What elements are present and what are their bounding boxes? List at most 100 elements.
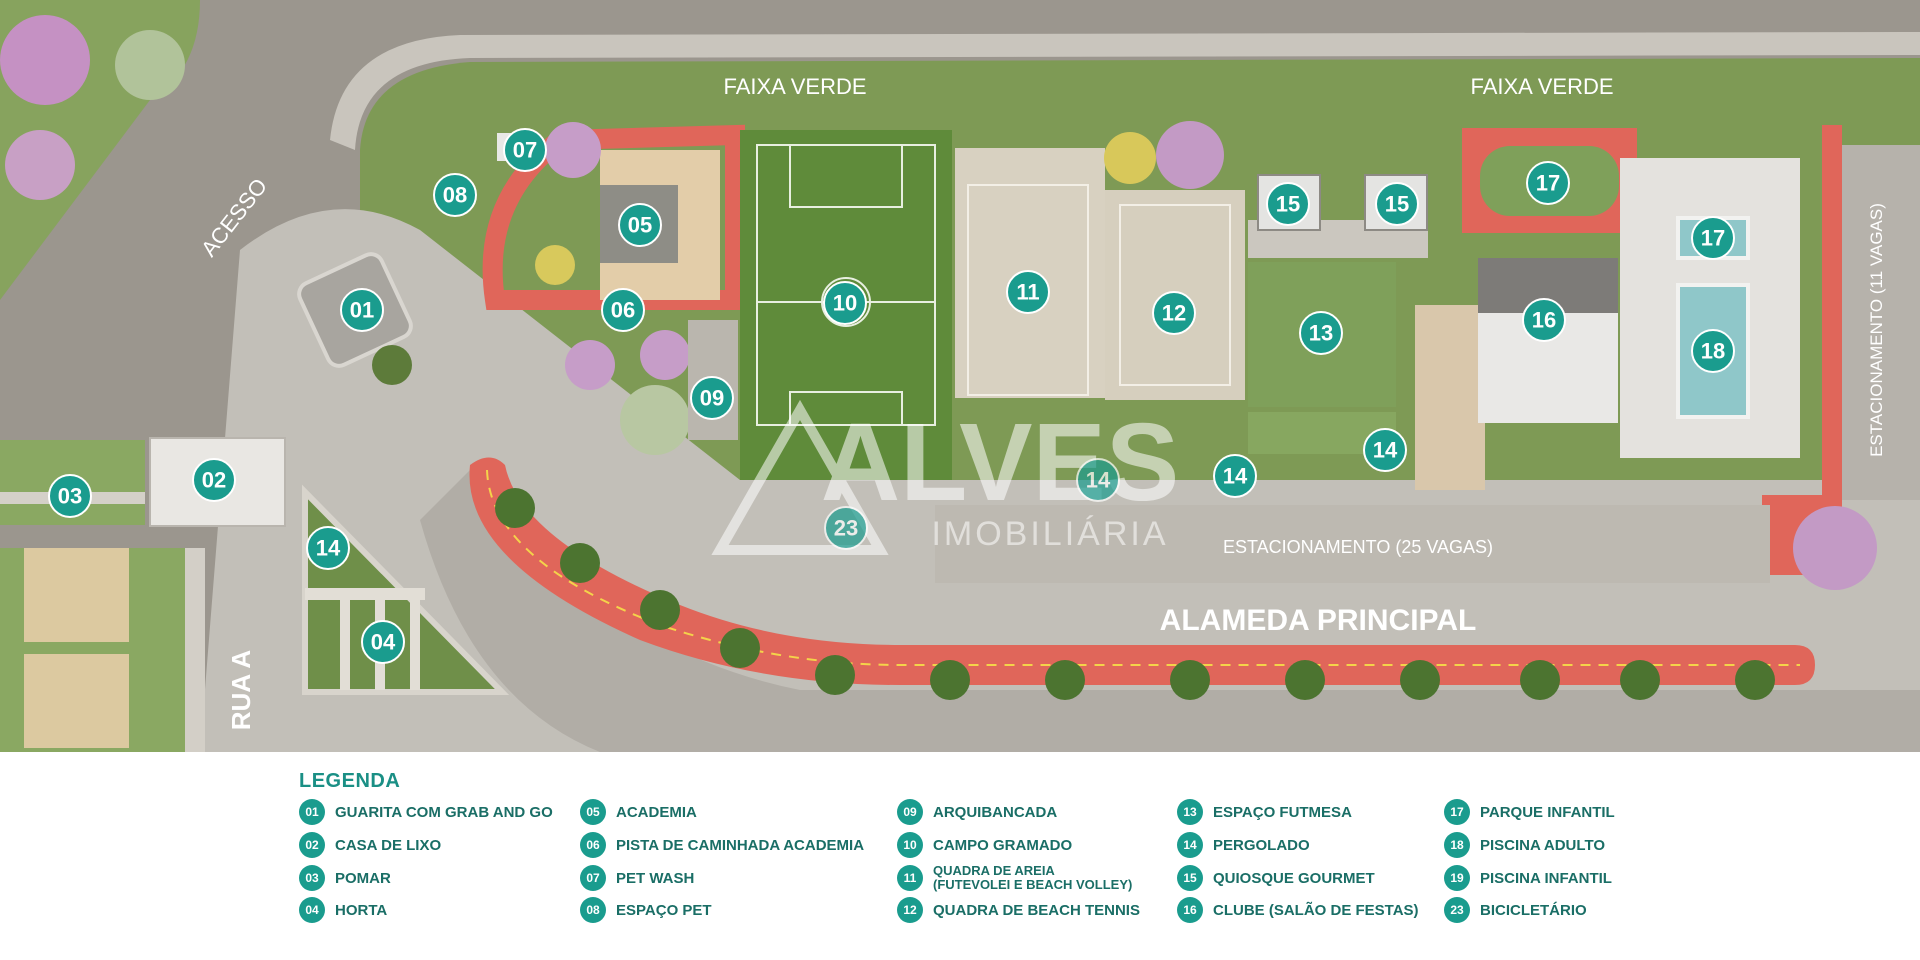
legend-item-18: 18 PISCINA ADULTO	[1444, 831, 1605, 859]
legend-item-19: 19 PISCINA INFANTIL	[1444, 864, 1612, 892]
marker-04[interactable]: 04	[361, 620, 405, 664]
svg-text:17: 17	[1536, 171, 1560, 196]
svg-text:04: 04	[371, 630, 396, 655]
alves-watermark: ALVES IMOBILIÁRIA	[711, 399, 1179, 555]
flowering-tree	[5, 130, 75, 200]
legend-label: CAMPO GRAMADO	[933, 836, 1073, 854]
svg-text:09: 09	[700, 386, 724, 411]
legend-label: PET WASH	[616, 869, 695, 887]
marker-16[interactable]: 16	[1522, 298, 1566, 342]
palm-trees	[495, 488, 1775, 700]
svg-text:17: 17	[1701, 226, 1725, 251]
marker-11[interactable]: 11	[1006, 270, 1050, 314]
svg-text:12: 12	[1162, 301, 1186, 326]
svg-text:13: 13	[1309, 321, 1333, 346]
watermark-sub: IMOBILIÁRIA	[931, 515, 1168, 553]
flowering-tree	[1793, 506, 1877, 590]
svg-text:18: 18	[1701, 339, 1725, 364]
legend-label: PARQUE INFANTIL	[1480, 803, 1615, 821]
legend-label: CLUBE (SALÃO DE FESTAS)	[1213, 901, 1419, 919]
horta-path	[305, 588, 425, 600]
court-lines	[1119, 204, 1231, 386]
marker-07[interactable]: 07	[503, 128, 547, 172]
svg-text:07: 07	[513, 138, 537, 163]
legend-item-13: 13 ESPAÇO FUTMESA	[1177, 798, 1352, 826]
legend-number-badge: 06	[580, 832, 606, 858]
svg-text:02: 02	[202, 468, 226, 493]
field-box	[789, 144, 903, 208]
marker-03[interactable]: 03	[48, 474, 92, 518]
marker-17a[interactable]: 17	[1526, 161, 1570, 205]
svg-text:14: 14	[316, 536, 341, 561]
site-plan-map: FAIXA VERDE FAIXA VERDE ACESSO RUA A ALA…	[0, 0, 1920, 752]
svg-text:10: 10	[833, 291, 857, 316]
legend-label: QUADRA DE AREIA (FUTEVOLEI E BEACH VOLLE…	[933, 863, 1133, 892]
flowering-tree	[545, 122, 601, 178]
marker-12[interactable]: 12	[1152, 291, 1196, 335]
legend-item-08: 08 ESPAÇO PET	[580, 896, 712, 924]
marker-15b[interactable]: 15	[1375, 182, 1419, 226]
legend-item-11: 11 QUADRA DE AREIA (FUTEVOLEI E BEACH VO…	[897, 864, 1132, 892]
marker-06[interactable]: 06	[601, 288, 645, 332]
svg-text:06: 06	[611, 298, 635, 323]
svg-text:11: 11	[1016, 280, 1039, 305]
faixa-verde-left-label: FAIXA VERDE	[723, 74, 866, 99]
legend-number-badge: 09	[897, 799, 923, 825]
marker-09[interactable]: 09	[690, 376, 734, 420]
marker-05[interactable]: 05	[618, 203, 662, 247]
marker-23[interactable]: 23	[824, 506, 868, 550]
marker-02[interactable]: 02	[192, 458, 236, 502]
yellow-shrub	[535, 245, 575, 285]
svg-text:23: 23	[834, 516, 858, 541]
legend-title: LEGENDA	[299, 770, 401, 792]
legend-item-06: 06 PISTA DE CAMINHADA ACADEMIA	[580, 831, 864, 859]
horta-path	[410, 600, 420, 690]
legend-number-badge: 13	[1177, 799, 1203, 825]
rua-a-label: RUA A	[226, 650, 256, 731]
marker-14a[interactable]: 14	[1363, 428, 1407, 472]
svg-text:14: 14	[1086, 468, 1111, 493]
legend-number-badge: 05	[580, 799, 606, 825]
marker-10[interactable]: 10	[823, 281, 867, 325]
legend-item-04: 04 HORTA	[299, 896, 387, 924]
watermark-logo-icon	[711, 399, 889, 555]
yellow-shrub	[1104, 132, 1156, 184]
legend-label: QUADRA DE BEACH TENNIS	[933, 901, 1140, 919]
legend-label: PERGOLADO	[1213, 836, 1310, 854]
legend-number-badge: 14	[1177, 832, 1203, 858]
legend-label: HORTA	[335, 901, 388, 919]
flowering-tree	[0, 15, 90, 105]
marker-14d[interactable]: 14	[306, 526, 350, 570]
legend-number-badge: 08	[580, 897, 606, 923]
marker-08[interactable]: 08	[433, 173, 477, 217]
marker-15a[interactable]: 15	[1266, 182, 1310, 226]
legend-item-05: 05 ACADEMIA	[580, 798, 697, 826]
legend-label: CASA DE LIXO	[335, 836, 442, 854]
legend-label: PISCINA ADULTO	[1480, 836, 1606, 854]
legend-item-17: 17 PARQUE INFANTIL	[1444, 798, 1615, 826]
marker-01[interactable]: 01	[340, 288, 384, 332]
legend-label: POMAR	[335, 869, 391, 887]
legend-number-badge: 18	[1444, 832, 1470, 858]
marker-13[interactable]: 13	[1299, 311, 1343, 355]
legend-label: ESPAÇO PET	[616, 901, 712, 919]
legend-label: ACADEMIA	[616, 803, 697, 821]
flowering-tree	[640, 330, 690, 380]
estacionamento-25	[935, 505, 1770, 583]
legend-label: PISCINA INFANTIL	[1480, 869, 1612, 887]
marker-14b[interactable]: 14	[1213, 454, 1257, 498]
svg-text:15: 15	[1385, 192, 1409, 217]
horta-path	[340, 600, 350, 690]
top-sidewalk	[330, 32, 1920, 150]
marker-14c[interactable]: 14	[1076, 458, 1120, 502]
flowering-tree	[1156, 121, 1224, 189]
legend-label: QUIOSQUE GOURMET	[1213, 869, 1375, 887]
marker-17b[interactable]: 17	[1691, 216, 1735, 260]
legend-item-09: 09 ARQUIBANCADA	[897, 798, 1057, 826]
svg-text:14: 14	[1373, 438, 1398, 463]
alameda-label: ALAMEDA PRINCIPAL	[1160, 604, 1477, 637]
legend-label: GUARITA COM GRAB AND GO	[335, 803, 553, 821]
marker-18[interactable]: 18	[1691, 329, 1735, 373]
svg-text:05: 05	[628, 213, 652, 238]
faixa-verde-right-label: FAIXA VERDE	[1470, 74, 1613, 99]
